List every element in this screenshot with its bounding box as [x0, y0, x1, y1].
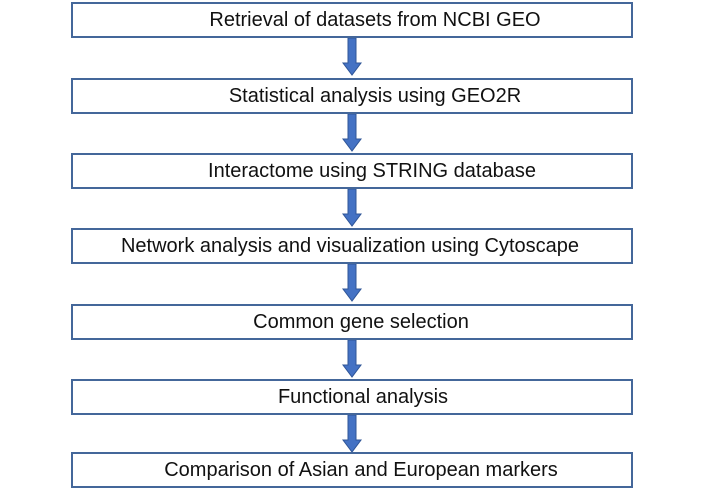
step-5-box: Common gene selection [71, 304, 633, 340]
step-3-box: Interactome using STRING database [71, 153, 633, 189]
step-6-box: Functional analysis [71, 379, 633, 415]
step-7-box: Comparison of Asian and European markers [71, 452, 633, 488]
step-1-box: Retrieval of datasets from NCBI GEO [71, 2, 633, 38]
arrow-down-icon [342, 340, 362, 379]
step-4-label: Network analysis and visualization using… [120, 234, 579, 257]
arrow-down-icon [342, 189, 362, 228]
step-2-label: Statistical analysis using GEO2R [228, 84, 522, 107]
arrow-down-icon [342, 264, 362, 303]
step-6-label: Functional analysis [277, 385, 449, 408]
step-5-label: Common gene selection [253, 310, 469, 333]
step-2-box: Statistical analysis using GEO2R [71, 78, 633, 114]
arrow-down-icon [342, 114, 362, 153]
step-3-label: Interactome using STRING database [208, 159, 536, 182]
step-1-label: Retrieval of datasets from NCBI GEO [209, 8, 541, 31]
arrow-down-icon [342, 38, 362, 77]
step-7-label: Comparison of Asian and European markers [164, 458, 558, 481]
arrow-down-icon [342, 415, 362, 454]
step-4-box: Network analysis and visualization using… [71, 228, 633, 264]
